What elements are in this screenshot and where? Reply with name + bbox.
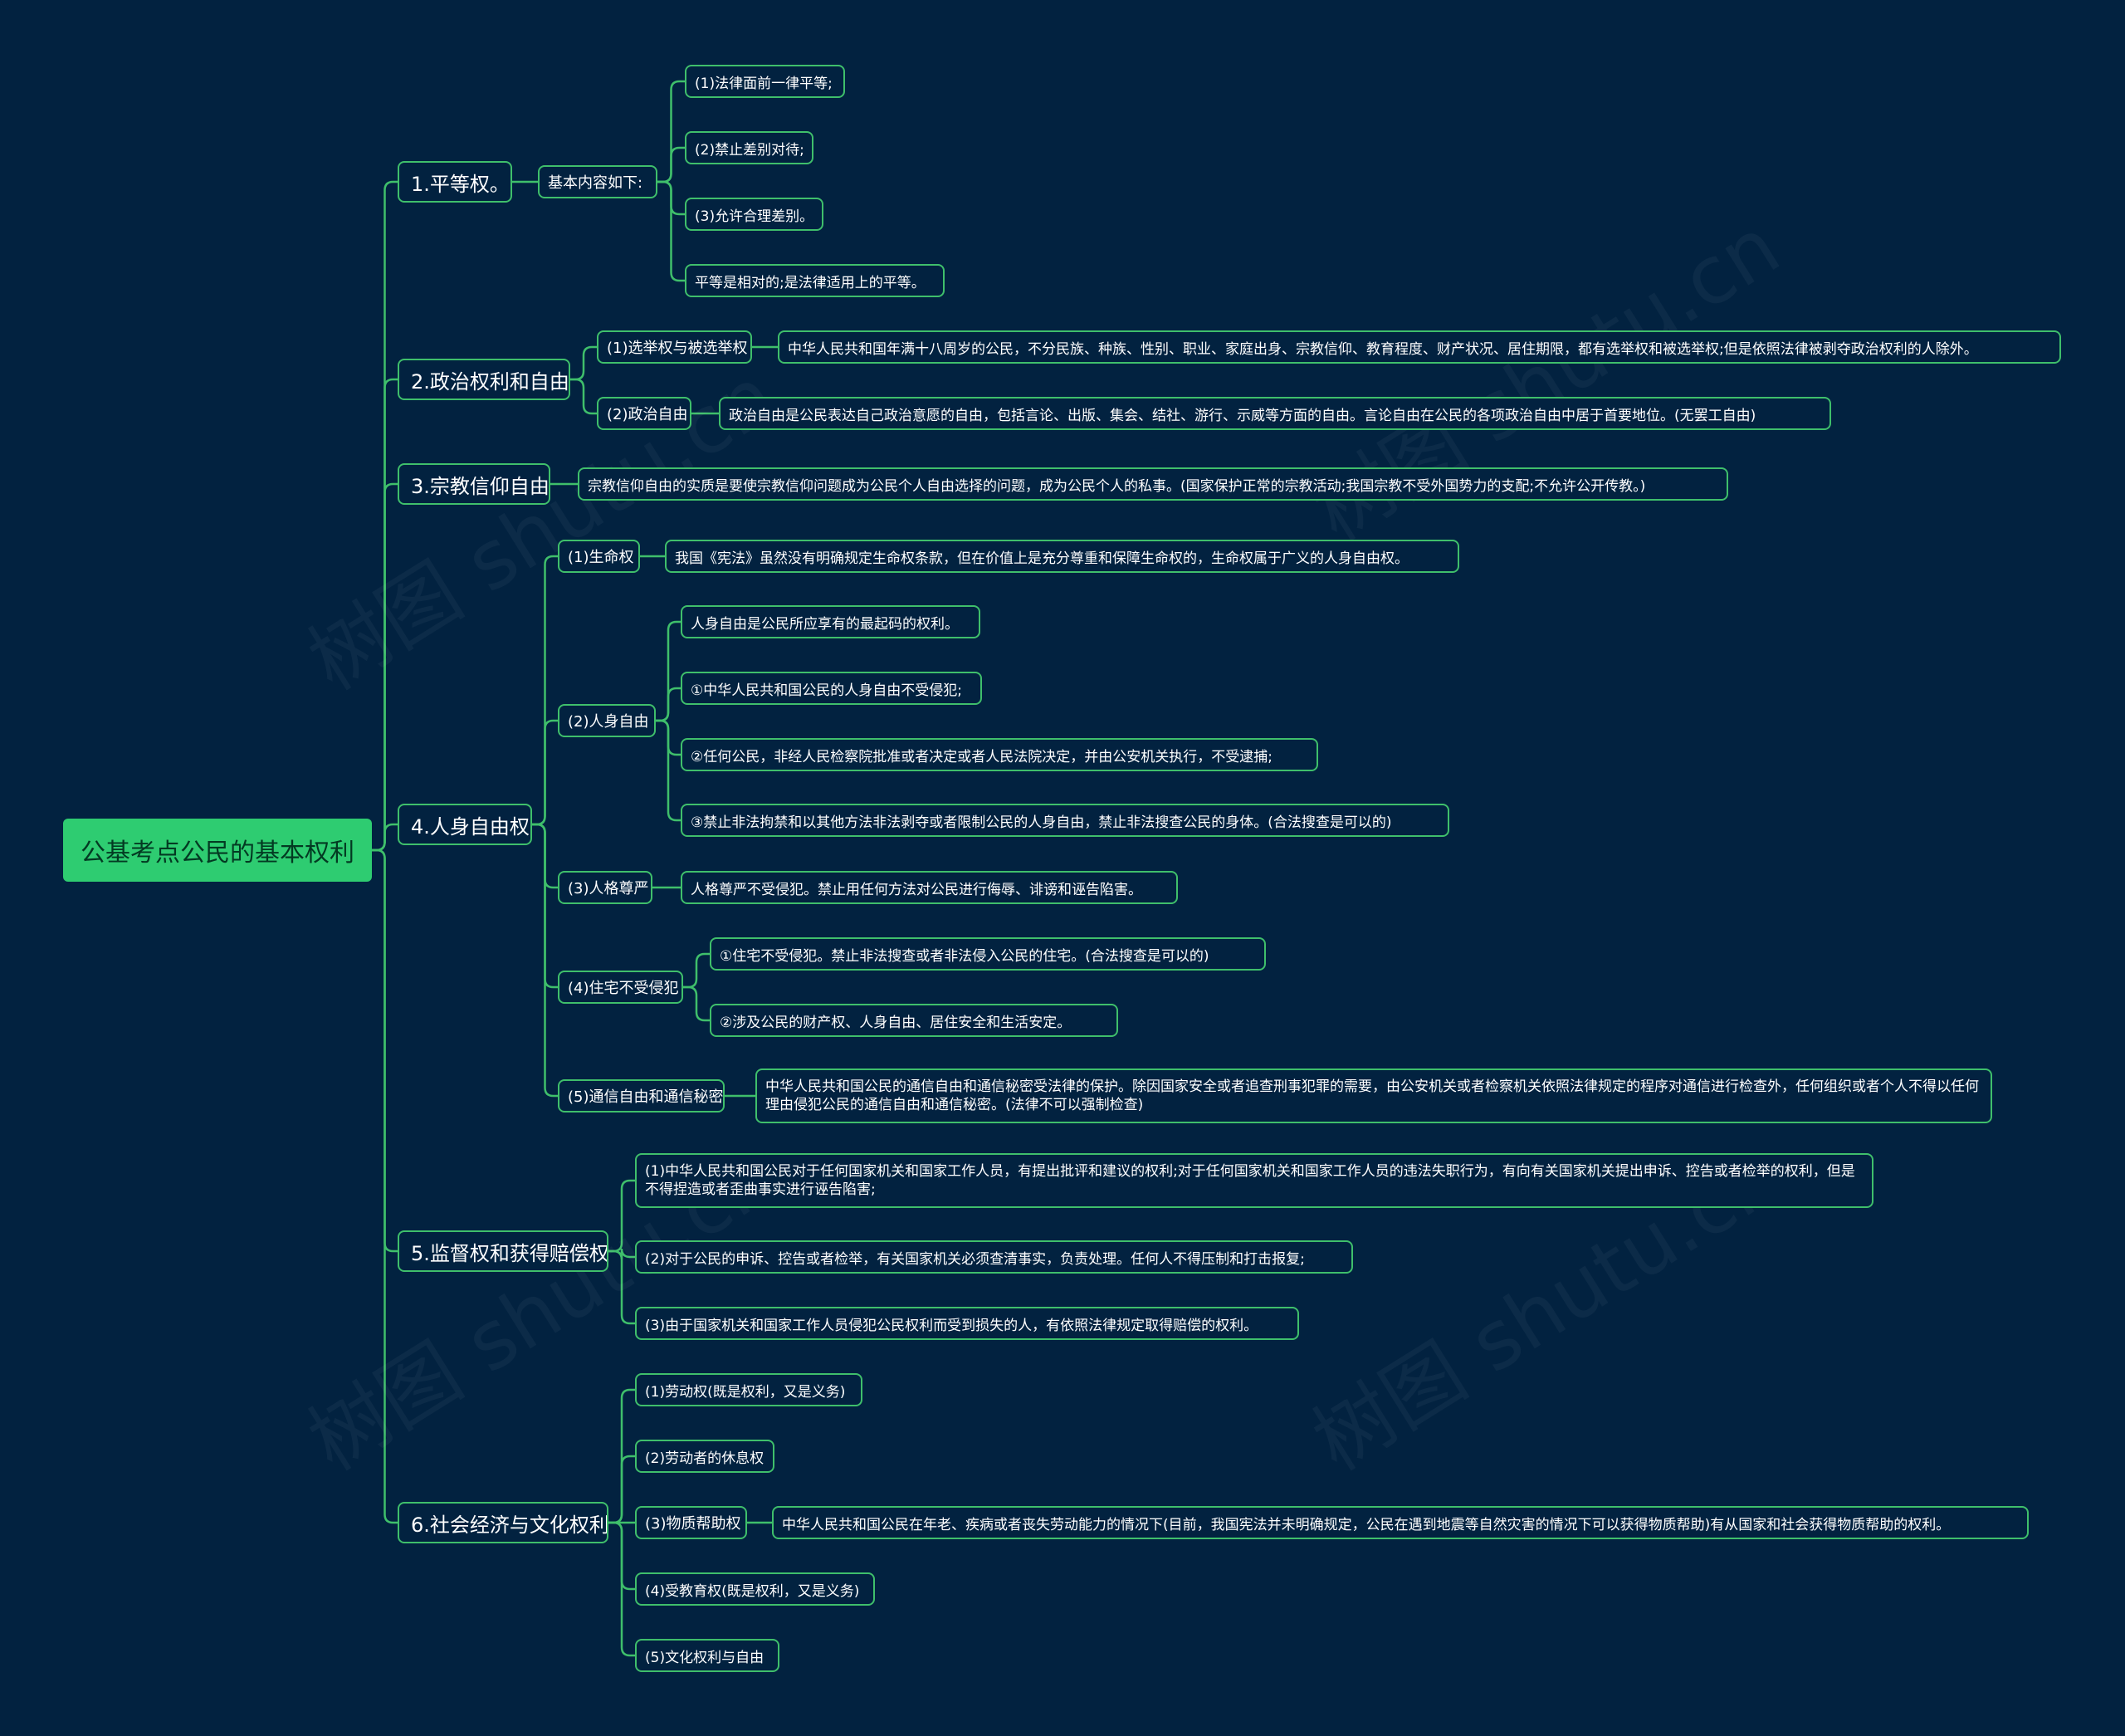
leaf-topic-label: ③禁止非法拘禁和以其他方法非法剥夺或者限制公民的人身自由，禁止非法搜查公民的身体…: [691, 814, 1392, 831]
leaf-topic[interactable]: 人格尊严不受侵犯。禁止用任何方法对公民进行侮辱、诽谤和诬告陷害。: [681, 871, 1178, 904]
sub-topic-label: (4)受教育权(既是权利，又是义务): [645, 1582, 860, 1600]
branch-6[interactable]: 6.社会经济与文化权利: [398, 1502, 608, 1543]
branch-4[interactable]: 4.人身自由权: [398, 804, 532, 845]
leaf-topic[interactable]: 人身自由是公民所应享有的最起码的权利。: [681, 605, 980, 638]
connector-line: [656, 687, 681, 722]
leaf-topic[interactable]: (1)法律面前一律平等;: [685, 65, 845, 98]
leaf-topic[interactable]: 我国《宪法》虽然没有明确规定生命权条款，但在价值上是充分尊重和保障生命权的，生命…: [665, 540, 1459, 573]
sub-topic-label: 基本内容如下:: [548, 174, 643, 192]
connector-line: [657, 180, 685, 282]
leaf-topic-label: (1)法律面前一律平等;: [695, 75, 833, 92]
connector-line: [532, 719, 558, 826]
connector-line: [656, 719, 681, 822]
branch-6-label: 6.社会经济与文化权利: [411, 1513, 608, 1537]
sub-topic[interactable]: 宗教信仰自由的实质是要使宗教信仰问题成为公民个人自由选择的问题，成为公民个人的私…: [578, 467, 1728, 501]
leaf-topic-label: 中华人民共和国年满十八周岁的公民，不分民族、种族、性别、职业、家庭出身、宗教信仰…: [788, 340, 1978, 358]
branch-1[interactable]: 1.平等权。: [398, 161, 512, 203]
connector-line: [608, 1455, 635, 1524]
leaf-topic-label: 政治自由是公民表达自己政治意愿的自由，包括言论、出版、集会、结社、游行、示威等方…: [729, 407, 1756, 424]
sub-topic-label: (3)人格尊严: [568, 880, 649, 897]
connector-line: [372, 848, 398, 1524]
sub-topic[interactable]: (3)物质帮助权: [635, 1506, 747, 1539]
sub-topic-label: (4)住宅不受侵犯: [568, 980, 679, 997]
leaf-topic-label: 中华人民共和国公民的通信自由和通信秘密受法律的保护。除因国家安全或者追查刑事犯罪…: [765, 1078, 1979, 1113]
leaf-topic-label: 中华人民共和国公民在年老、疾病或者丧失劳动能力的情况下(目前，我国宪法并未明确规…: [782, 1516, 1951, 1533]
sub-topic[interactable]: (2)对于公民的申诉、控告或者检举，有关国家机关必须查清事实，负责处理。任何人不…: [635, 1240, 1353, 1274]
sub-topic-label: (5)文化权利与自由: [645, 1649, 765, 1666]
root-topic[interactable]: 公基考点公民的基本权利: [63, 819, 372, 882]
leaf-topic-label: (2)禁止差别对待;: [695, 141, 804, 159]
leaf-topic-label: 人身自由是公民所应享有的最起码的权利。: [691, 615, 959, 633]
branch-5-label: 5.监督权和获得赔偿权: [411, 1241, 608, 1265]
connector-line: [372, 482, 398, 852]
leaf-topic[interactable]: 中华人民共和国年满十八周岁的公民，不分民族、种族、性别、职业、家庭出身、宗教信仰…: [778, 330, 2061, 364]
leaf-topic[interactable]: ②任何公民，非经人民检察院批准或者决定或者人民法院决定，并由公安机关执行，不受逮…: [681, 738, 1318, 771]
leaf-topic[interactable]: ②涉及公民的财产权、人身自由、居住安全和生活安定。: [710, 1004, 1118, 1037]
leaf-topic[interactable]: (2)禁止差别对待;: [685, 131, 813, 164]
sub-topic-label: (2)对于公民的申诉、控告或者检举，有关国家机关必须查清事实，负责处理。任何人不…: [645, 1250, 1305, 1268]
sub-topic-label: 宗教信仰自由的实质是要使宗教信仰问题成为公民个人自由选择的问题，成为公民个人的私…: [588, 477, 1646, 495]
leaf-topic[interactable]: 中华人民共和国公民在年老、疾病或者丧失劳动能力的情况下(目前，我国宪法并未明确规…: [772, 1506, 2029, 1539]
sub-topic-label: (1)中华人民共和国公民对于任何国家机关和国家工作人员，有提出批评和建议的权利;…: [645, 1163, 1855, 1198]
branch-2[interactable]: 2.政治权利和自由: [398, 359, 570, 400]
leaf-topic[interactable]: ①中华人民共和国公民的人身自由不受侵犯;: [681, 672, 982, 705]
leaf-topic-label: (3)允许合理差别。: [695, 208, 814, 225]
sub-topic-label: (1)生命权: [568, 549, 634, 566]
sub-topic[interactable]: (2)政治自由: [597, 397, 691, 430]
sub-topic-label: (2)政治自由: [607, 406, 688, 423]
connector-line: [683, 985, 710, 1022]
branch-3-label: 3.宗教信仰自由: [411, 474, 550, 498]
connector-line: [683, 952, 710, 989]
leaf-topic-label: ②任何公民，非经人民检察院批准或者决定或者人民法院决定，并由公安机关执行，不受逮…: [691, 748, 1273, 765]
sub-topic[interactable]: (2)人身自由: [558, 704, 656, 737]
sub-topic[interactable]: (5)文化权利与自由: [635, 1639, 779, 1672]
leaf-topic[interactable]: ①住宅不受侵犯。禁止非法搜查或者非法侵入公民的住宅。(合法搜查是可以的): [710, 937, 1266, 971]
sub-topic[interactable]: (3)人格尊严: [558, 871, 652, 904]
sub-topic[interactable]: (1)中华人民共和国公民对于任何国家机关和国家工作人员，有提出批评和建议的权利;…: [635, 1153, 1873, 1208]
sub-topic[interactable]: 基本内容如下:: [538, 165, 657, 198]
sub-topic[interactable]: (1)生命权: [558, 540, 640, 573]
sub-topic-label: (3)由于国家机关和国家工作人员侵犯公民权利而受到损失的人，有依照法律规定取得赔…: [645, 1317, 1258, 1334]
sub-topic[interactable]: (4)受教育权(既是权利，又是义务): [635, 1572, 875, 1606]
connector-line: [657, 146, 685, 183]
leaf-topic[interactable]: 平等是相对的;是法律适用上的平等。: [685, 264, 945, 297]
branch-1-label: 1.平等权。: [411, 172, 510, 196]
sub-topic[interactable]: (5)通信自由和通信秘密: [558, 1079, 725, 1113]
sub-topic[interactable]: (4)住宅不受侵犯: [558, 971, 683, 1004]
leaf-topic[interactable]: ③禁止非法拘禁和以其他方法非法剥夺或者限制公民的人身自由，禁止非法搜查公民的身体…: [681, 804, 1449, 837]
sub-topic-label: (1)劳动权(既是权利，又是义务): [645, 1383, 846, 1401]
leaf-topic-label: ②涉及公民的财产权、人身自由、居住安全和生活安定。: [720, 1014, 1072, 1031]
sub-topic[interactable]: (1)劳动权(既是权利，又是义务): [635, 1373, 862, 1406]
branch-5[interactable]: 5.监督权和获得赔偿权: [398, 1230, 608, 1272]
root-topic-label: 公基考点公民的基本权利: [81, 839, 354, 868]
leaf-topic[interactable]: 政治自由是公民表达自己政治意愿的自由，包括言论、出版、集会、结社、游行、示威等方…: [719, 397, 1831, 430]
branch-3[interactable]: 3.宗教信仰自由: [398, 463, 550, 505]
connector-line: [570, 345, 597, 381]
connector-line: [608, 1249, 635, 1325]
connector-line: [372, 823, 398, 852]
leaf-topic[interactable]: (3)允许合理差别。: [685, 198, 823, 231]
connector-line: [532, 823, 558, 1098]
leaf-topic-label: ①住宅不受侵犯。禁止非法搜查或者非法侵入公民的住宅。(合法搜查是可以的): [720, 947, 1209, 965]
sub-topic[interactable]: (2)劳动者的休息权: [635, 1440, 774, 1473]
leaf-topic-label: ①中华人民共和国公民的人身自由不受侵犯;: [691, 682, 962, 699]
leaf-topic-label: 人格尊严不受侵犯。禁止用任何方法对公民进行侮辱、诽谤和诬告陷害。: [691, 881, 1142, 898]
connector-line: [608, 1521, 635, 1657]
leaf-topic-label: 平等是相对的;是法律适用上的平等。: [695, 274, 926, 291]
sub-topic-label: (1)选举权与被选举权: [607, 340, 748, 357]
sub-topic[interactable]: (3)由于国家机关和国家工作人员侵犯公民权利而受到损失的人，有依照法律规定取得赔…: [635, 1307, 1299, 1340]
sub-topic[interactable]: (1)选举权与被选举权: [597, 330, 752, 364]
leaf-topic[interactable]: 中华人民共和国公民的通信自由和通信秘密受法律的保护。除因国家安全或者追查刑事犯罪…: [755, 1068, 1992, 1123]
branch-4-label: 4.人身自由权: [411, 814, 530, 839]
branch-2-label: 2.政治权利和自由: [411, 369, 569, 394]
sub-topic-label: (2)人身自由: [568, 713, 649, 731]
leaf-topic-label: 我国《宪法》虽然没有明确规定生命权条款，但在价值上是充分尊重和保障生命权的，生命…: [675, 550, 1409, 567]
connector-line: [608, 1179, 635, 1253]
connector-line: [570, 378, 597, 415]
sub-topic-label: (3)物质帮助权: [645, 1515, 741, 1533]
sub-topic-label: (5)通信自由和通信秘密: [568, 1088, 724, 1106]
sub-topic-label: (2)劳动者的休息权: [645, 1450, 765, 1467]
